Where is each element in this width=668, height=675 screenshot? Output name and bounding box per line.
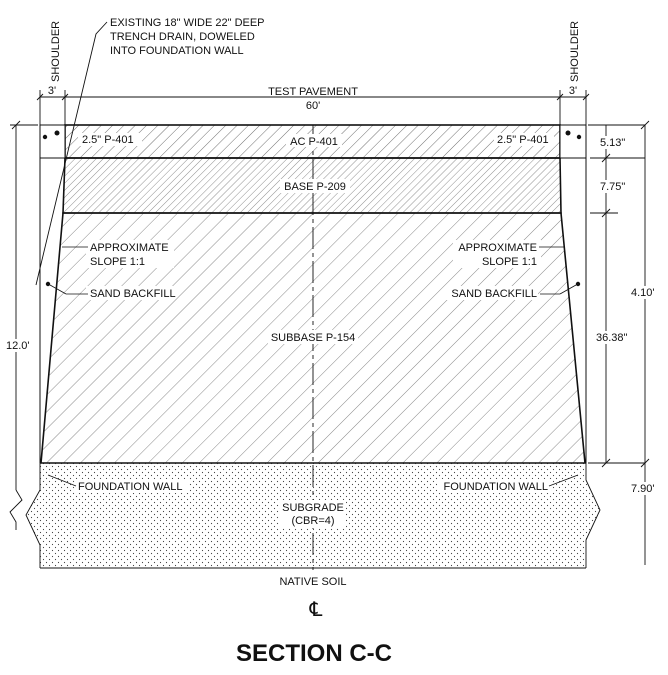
- dim-total-upper: 4.10': [631, 287, 655, 299]
- subgrade-cbr-label: (CBR=4): [291, 515, 334, 527]
- native-soil-label: NATIVE SOIL: [279, 576, 346, 588]
- shoulder-right-block: [559, 124, 587, 159]
- foundation-wall-left-label: FOUNDATION WALL: [78, 481, 183, 493]
- dim-total-depth: 12.0': [6, 340, 30, 352]
- slope-left-line1: APPROXIMATE: [90, 242, 169, 254]
- shoulder-left-block: [39, 124, 66, 159]
- centerline-symbol: ℄: [309, 599, 323, 621]
- slope-right-line2: SLOPE 1:1: [482, 256, 537, 268]
- subbase-label: SUBBASE P-154: [271, 332, 355, 344]
- ac-center-label: AC P-401: [290, 136, 338, 148]
- trench-drain-note-line2: TRENCH DRAIN, DOWELED: [110, 31, 255, 43]
- base-label: BASE P-209: [284, 181, 346, 193]
- shoulder-right-label: SHOULDER: [569, 21, 581, 82]
- top-dimension: [36, 90, 590, 125]
- ac-right-label: 2.5" P-401: [497, 134, 549, 146]
- shoulder-left-label: SHOULDER: [50, 21, 62, 82]
- dim-subgrade-depth: 7.90': [631, 483, 655, 495]
- ac-left-label: 2.5" P-401: [82, 134, 134, 146]
- dim-base-thickness: 7.75": [600, 181, 625, 193]
- slope-right-line1: APPROXIMATE: [458, 242, 537, 254]
- left-dimension: [9, 120, 38, 530]
- sand-backfill-right: SAND BACKFILL: [451, 288, 537, 300]
- trench-drain-leader: [35, 21, 108, 286]
- trench-drain-note-line1: EXISTING 18" WIDE 22" DEEP: [110, 17, 265, 29]
- dim-test-pavement-width: 60': [306, 100, 320, 112]
- slope-left-line2: SLOPE 1:1: [90, 256, 145, 268]
- sand-backfill-left: SAND BACKFILL: [90, 288, 176, 300]
- trench-drain-note-line3: INTO FOUNDATION WALL: [110, 45, 244, 57]
- subgrade-label: SUBGRADE: [282, 502, 344, 514]
- foundation-wall-right-label: FOUNDATION WALL: [443, 481, 548, 493]
- dim-subbase-thickness: 36.38": [596, 332, 628, 344]
- dim-test-pavement-label: TEST PAVEMENT: [268, 86, 358, 98]
- dim-ac-thickness: 5.13": [600, 137, 625, 149]
- dim-right-shoulder: 3': [569, 85, 577, 97]
- section-title: SECTION C-C: [236, 640, 392, 667]
- dim-left-shoulder: 3': [48, 85, 56, 97]
